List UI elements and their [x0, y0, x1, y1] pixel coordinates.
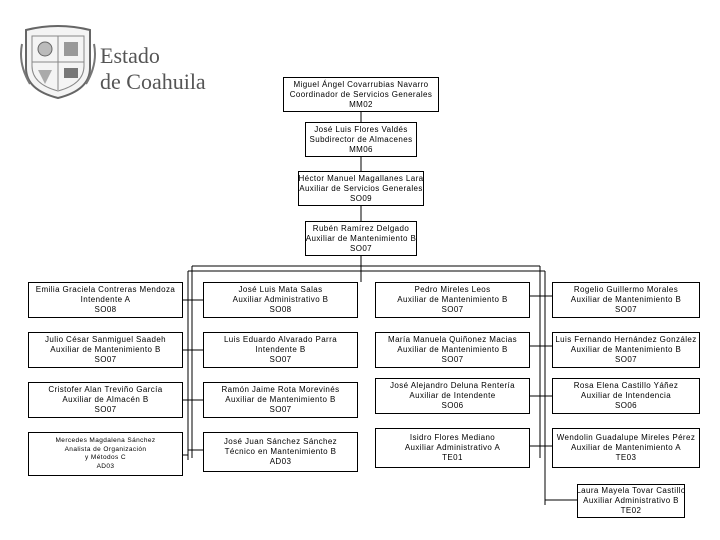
org-node-col4-row5: Laura Mayela Tovar Castillo Auxiliar Adm…: [576, 484, 686, 518]
org-node-col2-row3: Ramón Jaime Rota Morevinés Auxiliar de M…: [203, 382, 358, 418]
org-node-col1-row4: Mercedes Magdalena Sánchez Analista de O…: [28, 432, 183, 476]
node-code: TE02: [620, 506, 642, 515]
node-title: Coordinador de Servicios Generales: [289, 89, 433, 99]
node-title: Auxiliar de Mantenimiento B: [50, 345, 161, 354]
org-node-maintenance-aux: Rubén Ramírez Delgado Auxiliar de Manten…: [305, 221, 417, 256]
org-node-col4-row4: Wendolin Guadalupe Mireles Pérez Auxilia…: [552, 428, 700, 468]
node-title: Auxiliar de Intendente: [409, 391, 496, 400]
node-code: MM06: [349, 144, 373, 154]
node-title: Técnico en Mantenimiento B: [224, 447, 337, 456]
node-code: SO07: [349, 243, 373, 253]
node-name: Miguel Ángel Covarrubias Navarro: [293, 79, 429, 89]
node-title: Intendente B: [255, 345, 306, 354]
node-title: Auxiliar de Intendencia: [580, 391, 672, 400]
node-code: SO06: [441, 401, 464, 410]
node-code: SO09: [349, 193, 373, 203]
org-node-col1-row2: Julio César Sanmiguel Saadeh Auxiliar de…: [28, 332, 183, 368]
node-code: SO07: [614, 355, 638, 364]
node-name: Rosa Elena Castillo Yáñez: [573, 381, 679, 390]
node-name: Emilia Graciela Contreras Mendoza: [35, 285, 176, 294]
node-name: Cristofer Alan Treviño García: [48, 385, 163, 394]
node-code: SO07: [269, 405, 292, 414]
node-name: Ramón Jaime Rota Morevinés: [221, 385, 340, 394]
node-title: Auxiliar Administrativo B: [583, 496, 679, 505]
node-title: Auxiliar de Almacén B: [62, 395, 149, 404]
node-title: Intendente A: [80, 295, 131, 304]
node-code: TE03: [615, 453, 637, 462]
node-name: Mercedes Magdalena Sánchez: [55, 437, 156, 444]
node-title: Auxiliar de Mantenimiento B: [305, 233, 417, 243]
node-name: María Manuela Quiñonez Macias: [388, 335, 517, 344]
node-name: Luis Eduardo Alvarado Parra: [223, 335, 338, 344]
node-title: Auxiliar de Mantenimiento B: [570, 345, 682, 354]
org-node-col2-row1: José Luis Mata Salas Auxiliar Administra…: [203, 282, 358, 318]
node-name: Pedro Mireles Leos: [414, 285, 491, 294]
node-name: Laura Mayela Tovar Castillo: [576, 486, 686, 495]
node-code: SO07: [441, 355, 464, 364]
org-node-col4-row3: Rosa Elena Castillo Yáñez Auxiliar de In…: [552, 378, 700, 414]
node-code: AD03: [269, 457, 292, 466]
node-title: Auxiliar Administrativo A: [404, 443, 501, 452]
org-node-col4-row1: Rogelio Guillermo Morales Auxiliar de Ma…: [552, 282, 700, 318]
node-title: Auxiliar de Mantenimiento B: [397, 295, 508, 304]
org-node-coordinator: Miguel Ángel Covarrubias Navarro Coordin…: [283, 77, 439, 112]
org-node-general-services-aux: Héctor Manuel Magallanes Lara Auxiliar d…: [298, 171, 424, 206]
org-node-col3-row4: Isidro Flores Mediano Auxiliar Administr…: [375, 428, 530, 468]
org-node-col1-row3: Cristofer Alan Treviño García Auxiliar d…: [28, 382, 183, 418]
node-name: Luis Fernando Hernández González: [555, 335, 697, 344]
brand-line-1: Estado: [100, 43, 160, 68]
node-name: José Juan Sánchez Sánchez: [223, 437, 338, 446]
node-name: Julio César Sanmiguel Saadeh: [44, 335, 167, 344]
coat-of-arms-icon: [20, 25, 96, 100]
org-node-col3-row1: Pedro Mireles Leos Auxiliar de Mantenimi…: [375, 282, 530, 318]
org-node-col2-row2: Luis Eduardo Alvarado Parra Intendente B…: [203, 332, 358, 368]
node-name: José Luis Mata Salas: [238, 285, 323, 294]
node-code: SO07: [94, 405, 117, 414]
node-code: MM02: [349, 99, 373, 109]
node-title: Auxiliar Administrativo B: [232, 295, 329, 304]
node-code: SO07: [94, 355, 117, 364]
org-node-col1-row1: Emilia Graciela Contreras Mendoza Intend…: [28, 282, 183, 318]
node-title: Auxiliar de Servicios Generales: [299, 183, 423, 193]
node-title: Auxiliar de Mantenimiento B: [570, 295, 682, 304]
node-title: Analista de Organización: [64, 445, 147, 453]
node-code: SO08: [94, 305, 117, 314]
org-node-col3-row2: María Manuela Quiñonez Macias Auxiliar d…: [375, 332, 530, 368]
node-name: Rubén Ramírez Delgado: [312, 223, 410, 233]
node-title: Auxiliar de Mantenimiento B: [397, 345, 508, 354]
node-title: Auxiliar de Mantenimiento A: [571, 443, 681, 452]
org-node-subdirector: José Luis Flores Valdés Subdirector de A…: [305, 122, 417, 157]
node-code: SO07: [269, 355, 292, 364]
node-code: SO08: [269, 305, 292, 314]
node-code: SO06: [614, 401, 638, 410]
org-node-col4-row2: Luis Fernando Hernández González Auxilia…: [552, 332, 700, 368]
node-name: Isidro Flores Mediano: [409, 433, 496, 442]
node-title: Subdirector de Almacenes: [309, 134, 413, 144]
node-code: SO07: [441, 305, 464, 314]
node-name: Héctor Manuel Magallanes Lara: [298, 173, 424, 183]
node-code: AD03: [96, 462, 115, 470]
node-name: Rogelio Guillermo Morales: [573, 285, 679, 294]
node-title: Auxiliar de Mantenimiento B: [225, 395, 336, 404]
node-code: SO07: [614, 305, 638, 314]
node-name: José Luis Flores Valdés: [314, 124, 408, 134]
node-name: José Alejandro Deluna Rentería: [390, 381, 515, 390]
node-title-2: y Métodos C: [85, 454, 126, 461]
node-code: TE01: [442, 453, 463, 462]
brand-line-2: de Coahuila: [100, 69, 206, 94]
org-node-col3-row3: José Alejandro Deluna Rentería Auxiliar …: [375, 378, 530, 414]
org-node-col2-row4: José Juan Sánchez Sánchez Técnico en Man…: [203, 432, 358, 472]
node-name: Wendolin Guadalupe Mireles Pérez: [556, 433, 696, 442]
